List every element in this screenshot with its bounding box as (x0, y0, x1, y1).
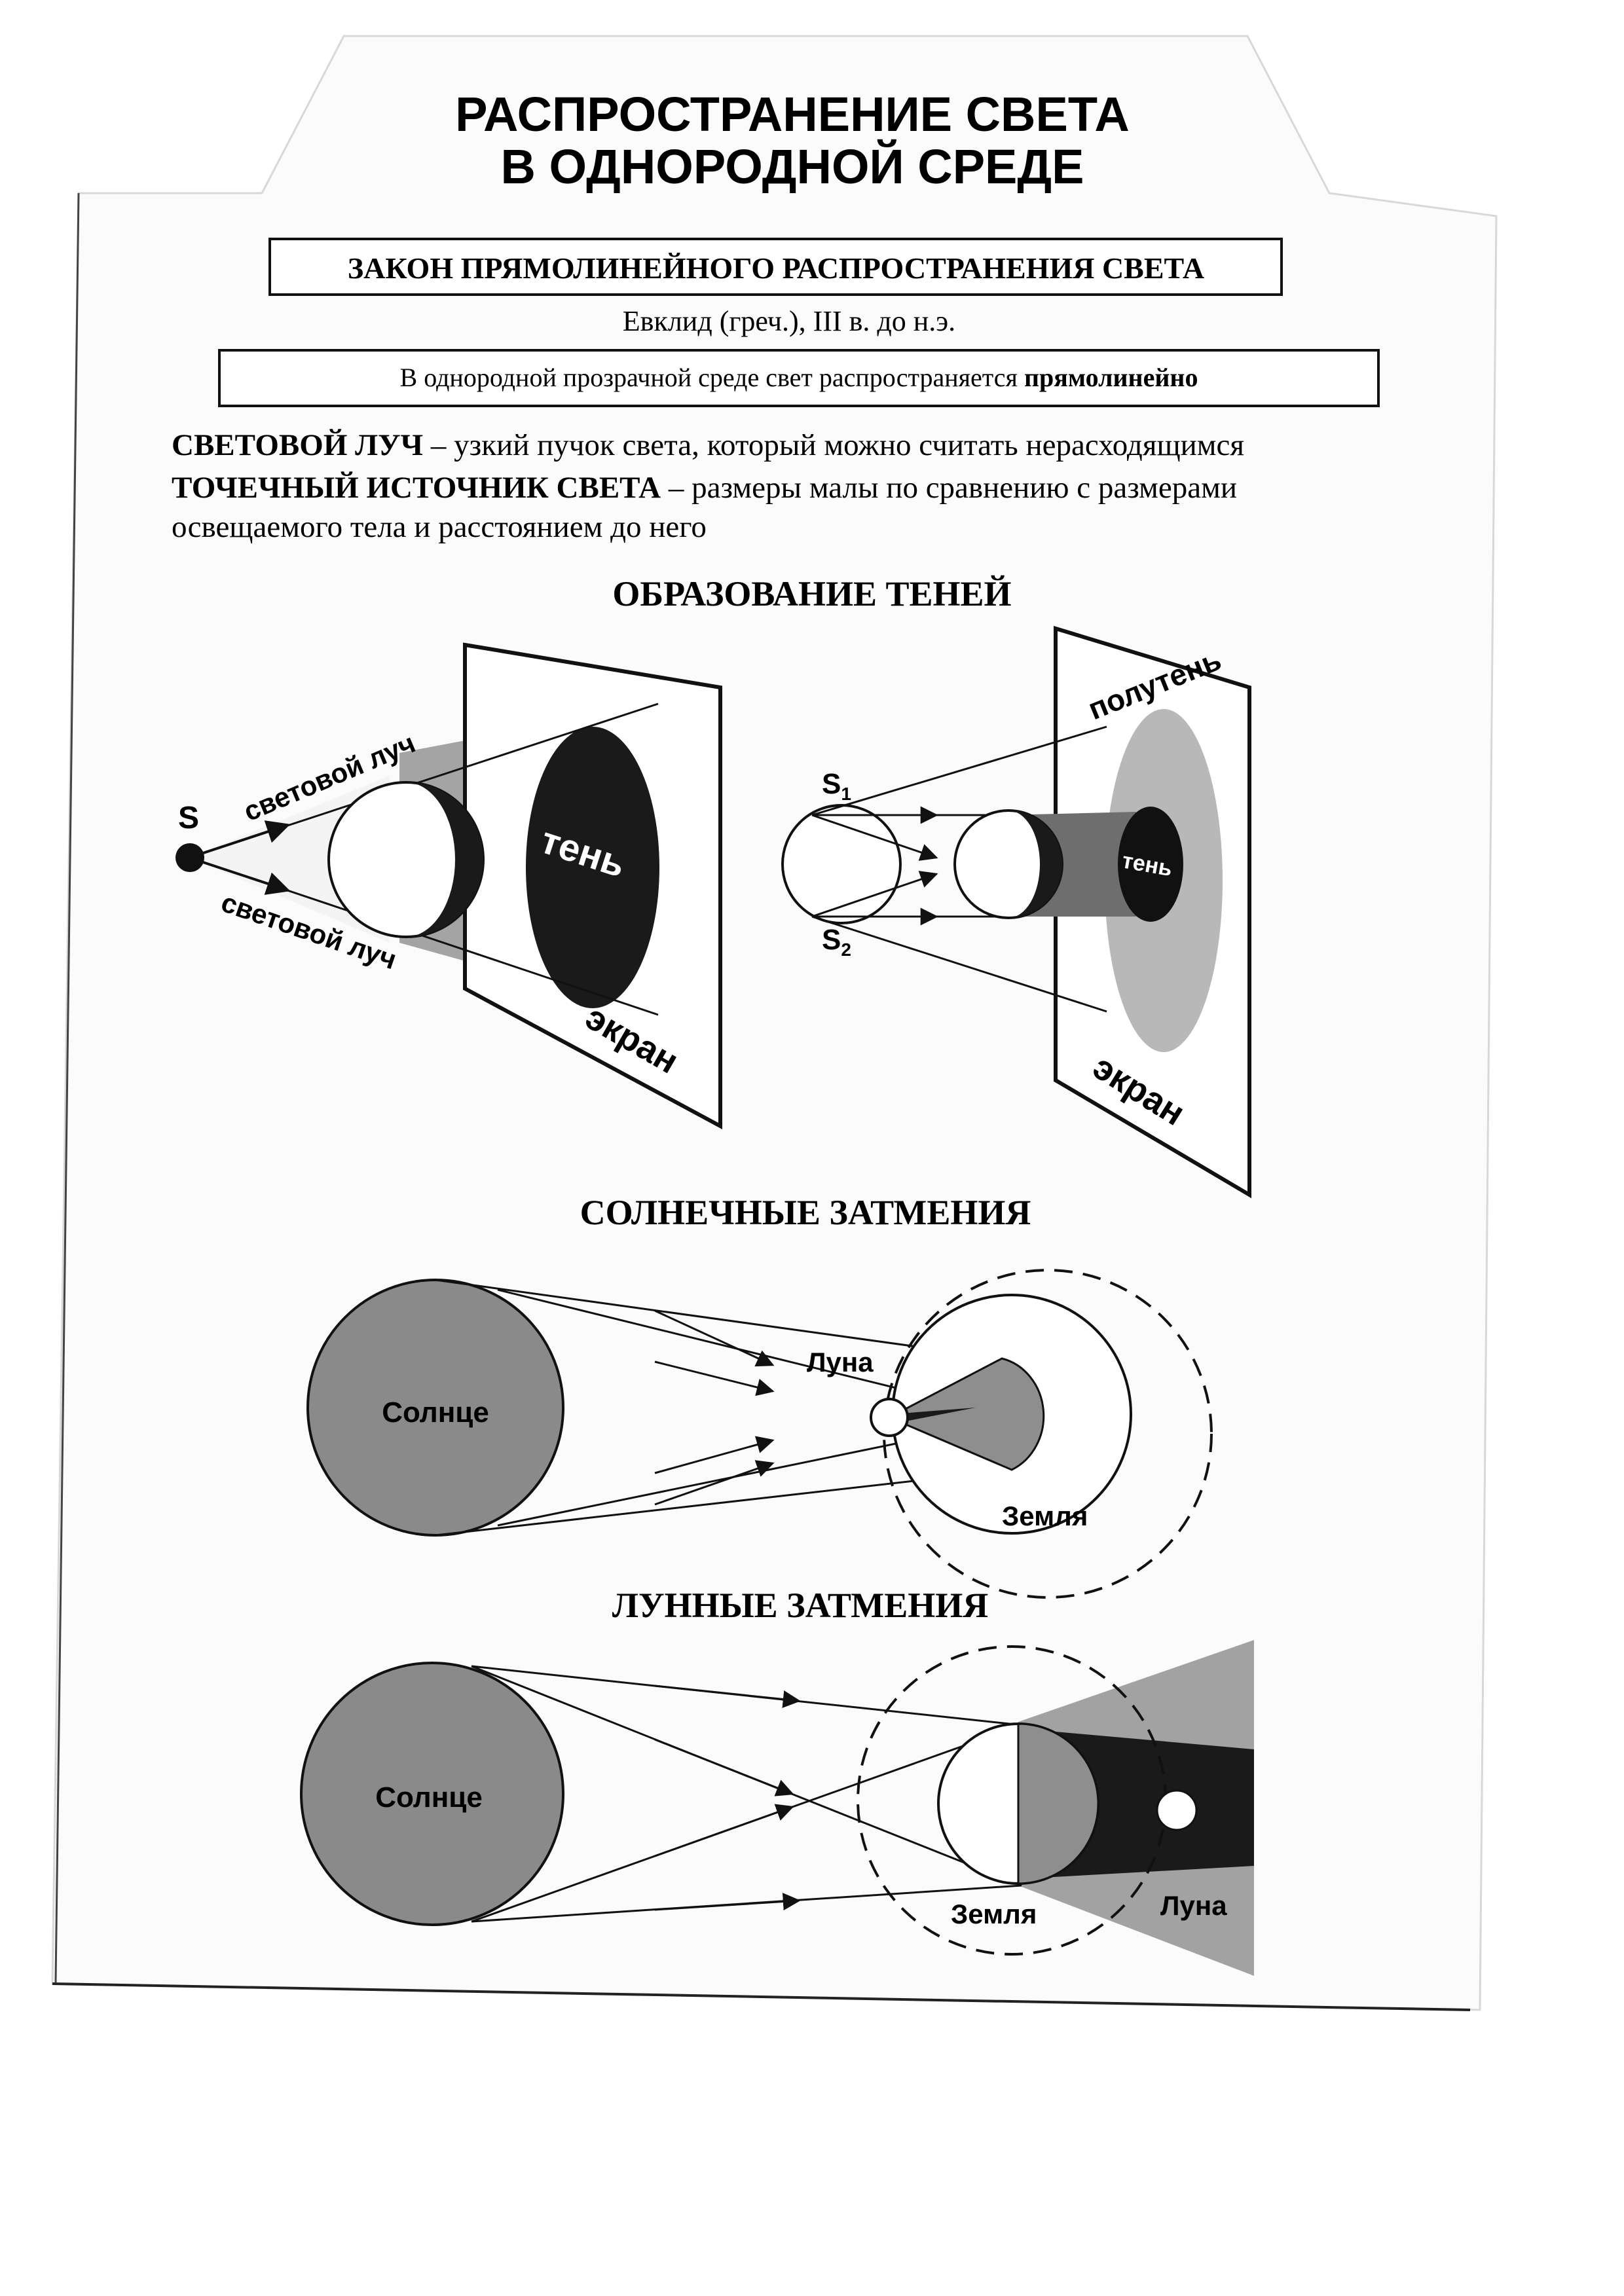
ray-upper-arrow (202, 820, 291, 854)
title-line-2: В ОДНОРОДНОЙ СРЕДЕ (501, 139, 1084, 194)
definition-point-source: ТОЧЕЧНЫЙ ИСТОЧНИК СВЕТА – размеры малы п… (172, 471, 1237, 505)
sun-label: Солнце (382, 1396, 489, 1429)
shadow-diagram-two-sources: S1 S2 полутень тень экран (781, 625, 1251, 1199)
umbra-spot (1118, 807, 1183, 922)
earth-dark-side-lunar (1017, 1722, 1099, 1885)
law-heading: ЗАКОН ПРЯМОЛИНЕЙНОГО РАСПРОСТРАНЕНИЯ СВЕ… (348, 251, 1204, 285)
frame-bottom-line (52, 1982, 1471, 2011)
sun-arrow-3 (654, 1436, 775, 1474)
source-2-label: S2 (822, 924, 851, 960)
sun-disc-lunar (300, 1662, 564, 1926)
s2-ray-bottom (811, 915, 1107, 1013)
s1-ray-cross (811, 814, 938, 861)
title-line-1: РАСПРОСТРАНЕНИЕ СВЕТА (455, 87, 1130, 141)
sun-arrow-1 (654, 1309, 775, 1367)
source-label: S (178, 801, 199, 835)
shadows-heading: ОБРАЗОВАНИЕ ТЕНЕЙ (612, 574, 1011, 613)
moon-in-shadow (1156, 1789, 1198, 1831)
lunar-arrow-1 (654, 1685, 801, 1708)
lunar-arrow-2 (654, 1738, 794, 1796)
s1-ray-top (811, 725, 1107, 816)
author-line: Евклид (греч.), III в. до н.э. (623, 305, 955, 337)
earth-orbit-circle (883, 1269, 1213, 1599)
earth-shaded-region (887, 1357, 1045, 1471)
source-sphere (781, 804, 902, 924)
shadow-spot (526, 727, 659, 1008)
law-statement: В однородной прозрачной среде свет распр… (400, 363, 1198, 392)
definition-ray: СВЕТОВОЙ ЛУЧ – узкий пучок света, которы… (172, 428, 1244, 462)
lunar-arrow-3 (654, 1804, 794, 1857)
earth-label: Земля (1002, 1501, 1088, 1531)
ray-lower-arrow (202, 861, 291, 895)
earth-label-lunar: Земля (951, 1899, 1037, 1929)
moon-umbra (892, 1408, 976, 1424)
solar-heading: СОЛНЕЧНЫЕ ЗАТМЕНИЯ (580, 1193, 1031, 1232)
definition-point-source-cont: освещаемого тела и расстоянием до него (172, 510, 707, 544)
law-heading-box (268, 238, 1283, 296)
source-1-label: S1 (822, 768, 851, 804)
solar-eclipse-diagram: Солнце Луна Земля (306, 1269, 1213, 1599)
moon-label: Луна (807, 1347, 874, 1377)
s2-ray-cross (811, 871, 938, 918)
sun-ray-1 (435, 1279, 1003, 1360)
law-statement-box (218, 349, 1380, 407)
lunar-heading: ЛУННЫЕ ЗАТМЕНИЯ (612, 1586, 988, 1625)
lunar-eclipse-diagram: Солнце Земля Луна (300, 1640, 1254, 1976)
ball-right-dark-side (1008, 811, 1062, 918)
sun-arrow-4 (654, 1460, 775, 1506)
frame-left-line (54, 192, 80, 1983)
shadow-diagram-point-source: S световой луч световой луч тень экран (175, 642, 722, 1130)
moon-label-lunar: Луна (1160, 1890, 1227, 1921)
point-source-dot (175, 843, 204, 872)
ball-dark-side (406, 782, 483, 937)
sun-arrow-2 (654, 1360, 775, 1396)
lunar-arrow-4 (654, 1893, 801, 1911)
moon-disc (870, 1398, 909, 1437)
sun-label-lunar: Солнце (375, 1781, 483, 1813)
